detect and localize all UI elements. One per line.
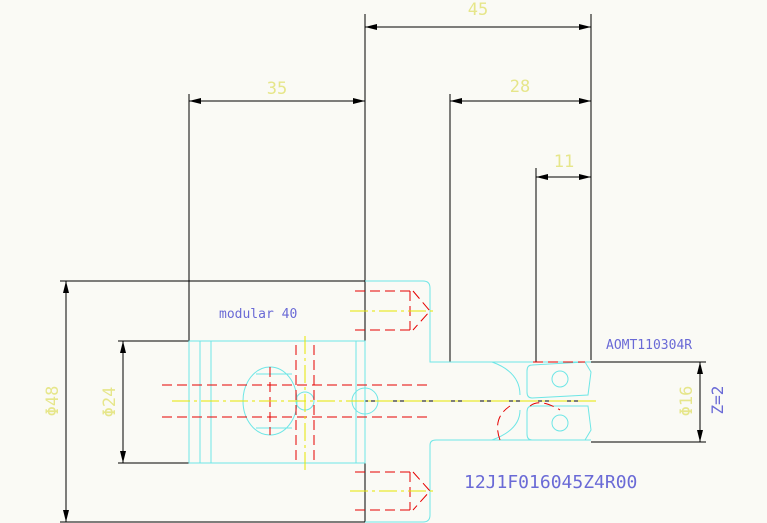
part-number-label: 12J1F016045Z4R00 (464, 472, 637, 493)
arrow-48-bottom (63, 510, 69, 522)
spigot-outline (188, 340, 366, 464)
dimension-11-label: 11 (554, 152, 574, 172)
screw-hole-top-tip (412, 290, 431, 331)
shank-top-edge (365, 280, 591, 363)
dimension-phi24-label: Φ24 (100, 387, 120, 418)
flute-count-label: Z=2 (708, 386, 727, 415)
arrow-48-top (63, 281, 69, 293)
chip-pocket-lower (491, 409, 521, 441)
center-lines (172, 310, 596, 492)
arrow-45-right (579, 24, 591, 30)
arrow-16-top (697, 362, 703, 374)
arrow-24-top (120, 341, 126, 353)
arrow-35-left (189, 98, 201, 104)
modular-label: modular 40 (219, 307, 297, 322)
insert-designation-label: AOMT110304R (606, 338, 692, 353)
arrow-16-bottom (697, 430, 703, 442)
dimension-phi16-label: Φ16 (677, 386, 697, 417)
arrow-11-right (579, 174, 591, 180)
chip-pocket-upper (491, 361, 521, 396)
arrow-28-left (450, 98, 462, 104)
dimension-35-label: 35 (267, 79, 287, 99)
insert-hidden-arc (529, 402, 561, 411)
insert-lower-screw (551, 414, 569, 432)
arrow-45-left (365, 24, 377, 30)
shank-bottom-edge (365, 439, 591, 523)
insert-upper-screw (551, 370, 569, 388)
arrow-11-left (536, 174, 548, 180)
insert-lower-outline (526, 405, 592, 441)
arrow-35-right (353, 98, 365, 104)
arrow-24-bottom (120, 451, 126, 463)
insert-upper-outline (526, 361, 592, 399)
screw-hole-bottom-tip (412, 471, 431, 511)
dimension-lines (60, 14, 706, 523)
arrow-28-right (579, 98, 591, 104)
chip-pocket-hidden (497, 405, 511, 441)
dimension-45-label: 45 (468, 0, 488, 20)
dimension-28-label: 28 (510, 77, 530, 97)
arrowheads (63, 24, 703, 522)
dimension-phi48-label: Φ48 (43, 386, 63, 417)
